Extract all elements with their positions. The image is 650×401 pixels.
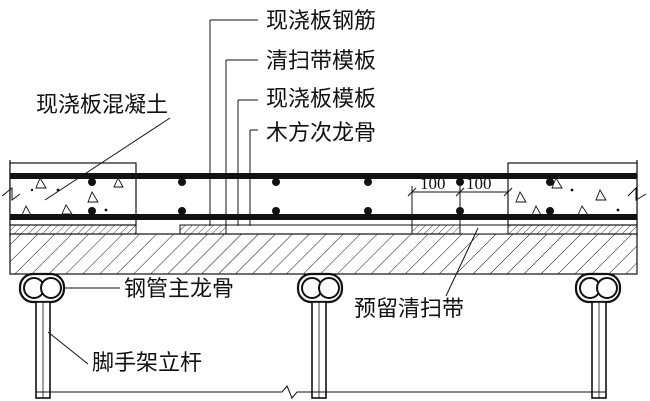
dimension-group: [407, 186, 513, 225]
timber-joist-layer: [9, 224, 638, 235]
dimension-left-label: 100: [420, 174, 446, 193]
label-slab-concrete: 现浇板混凝土: [36, 93, 168, 118]
dimension-right-label: 100: [466, 174, 492, 193]
label-slab-formwork: 现浇板模板: [266, 87, 376, 112]
leader-lines-top: [209, 19, 258, 226]
label-cleanout-formwork: 清扫带模板: [266, 49, 376, 74]
break-line-right: [627, 186, 647, 201]
leader-slab-concrete: [44, 117, 171, 201]
steel-tube-main-joist-middle: [296, 272, 344, 304]
break-line-left: [1, 186, 21, 201]
bottom-rebar-line: [10, 214, 637, 220]
label-steel-tube-main-joist: 钢管主龙骨: [124, 277, 234, 302]
rebar-dots: [88, 178, 554, 215]
reserved-gap: [459, 224, 509, 235]
label-rebar: 现浇板钢筋: [266, 9, 376, 34]
label-timber-joist: 木方次龙骨: [266, 121, 376, 146]
steel-tube-main-joist-left: [18, 272, 66, 304]
slab-formwork-band: [9, 233, 638, 275]
top-rebar-line: [10, 173, 637, 179]
label-reserved-cleanout-strip: 预留清扫带: [354, 297, 464, 322]
label-scaffold-pole: 脚手架立杆: [92, 351, 202, 376]
leader-scaffold-pole: [47, 331, 89, 365]
base-line: [36, 385, 606, 399]
steel-tube-main-joist-right: [574, 272, 622, 304]
scaffold-poles: [35, 301, 607, 399]
leader-reserved-strip: [445, 227, 479, 297]
